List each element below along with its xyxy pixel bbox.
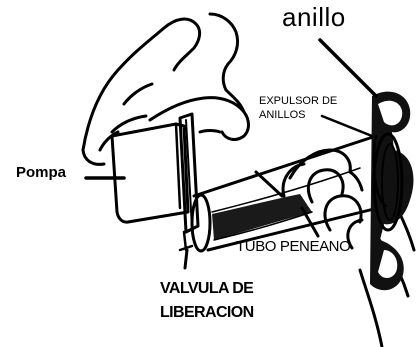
penile-tube-drawing	[190, 134, 388, 253]
ring-ejector-drawing	[370, 91, 414, 291]
lower-hand-drawing	[281, 148, 416, 347]
release-valve-label-line1: VALVULA DE	[160, 280, 254, 297]
pump-body-drawing	[110, 112, 200, 252]
release-valve-label-line2: LIBERACION	[160, 304, 254, 321]
ring-ejector-pointer-line	[320, 114, 374, 138]
penile-tube-pointer-line	[254, 170, 284, 198]
pump-label: Pompa	[16, 164, 67, 181]
ring-ejector-label-line2: ANILLOS	[259, 109, 306, 121]
pointer-lines	[84, 38, 378, 270]
release-valve-label: VALVULA DE LIBERACION	[160, 277, 254, 325]
ring-ejector-label: EXPULSOR DE ANILLOS	[259, 94, 337, 122]
ring-ejector-label-line1: EXPULSOR DE	[259, 95, 338, 107]
upper-hand-drawing	[81, 12, 250, 166]
penile-tube-pointer-line-2	[300, 206, 320, 238]
ring-label: anillo	[282, 2, 346, 32]
penile-tube-label: TUBO PENEANO	[236, 238, 351, 255]
ring-pointer-line	[318, 38, 378, 98]
release-valve-pointer-line	[183, 248, 189, 270]
